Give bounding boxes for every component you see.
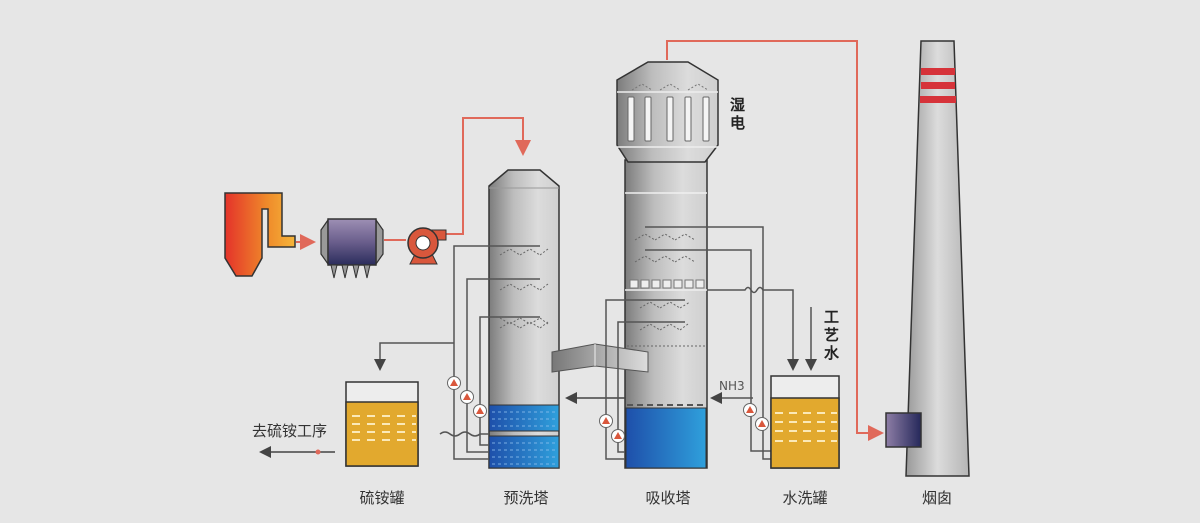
- water-wash-tank: [770, 375, 840, 469]
- process-water-label-1: 工: [824, 308, 839, 326]
- induced-draft-fan: [407, 227, 447, 265]
- process-water-label-3: 水: [824, 344, 840, 362]
- pump-icon: [473, 404, 487, 418]
- absorber-circulation-pipes: [605, 226, 817, 460]
- water-wash-tank-label: 水洗罐: [782, 489, 827, 507]
- pump-icon: [599, 414, 613, 428]
- prewash-spray-levels: [499, 248, 549, 329]
- absorber-spray-levels: [627, 233, 705, 347]
- gas-heater: [885, 412, 922, 448]
- flow-marker: [315, 449, 321, 455]
- prewash-tower-label: 预洗塔: [503, 489, 548, 507]
- pump-icon: [447, 376, 461, 390]
- absorption-tower-label: 吸收塔: [645, 489, 690, 507]
- ammonium-sulfate-tank: [345, 381, 419, 467]
- wet-electrostatic-precipitator: [616, 61, 719, 163]
- wet-esp-label-2: 电: [730, 114, 745, 132]
- esp-to-heater-line: [666, 40, 884, 441]
- flue-gas-lines: [296, 40, 884, 441]
- pumps: [447, 376, 769, 443]
- pump-icon: [743, 403, 757, 417]
- chimney: [905, 40, 970, 477]
- pump-icon: [460, 390, 474, 404]
- to-process-label: 去硫铵工序: [252, 422, 327, 440]
- boiler: [224, 192, 296, 277]
- connecting-duct: [551, 343, 649, 373]
- wet-esp-label-1: 湿: [730, 96, 745, 114]
- process-water-label-2: 艺: [824, 326, 839, 344]
- absorption-tower: [624, 159, 708, 469]
- ammonium-sulfate-tank-label: 硫铵罐: [359, 489, 404, 507]
- fan-to-prewash-line: [446, 117, 531, 235]
- pump-icon: [755, 417, 769, 431]
- pump-icon: [611, 429, 625, 443]
- absorber-demister: [629, 279, 705, 289]
- chimney-label: 烟囱: [922, 489, 952, 507]
- bag-filter: [320, 218, 384, 279]
- prewash-tower: [488, 169, 560, 469]
- prewash-circulation-pipes: [374, 245, 540, 460]
- nh3-label: NH3: [719, 379, 745, 393]
